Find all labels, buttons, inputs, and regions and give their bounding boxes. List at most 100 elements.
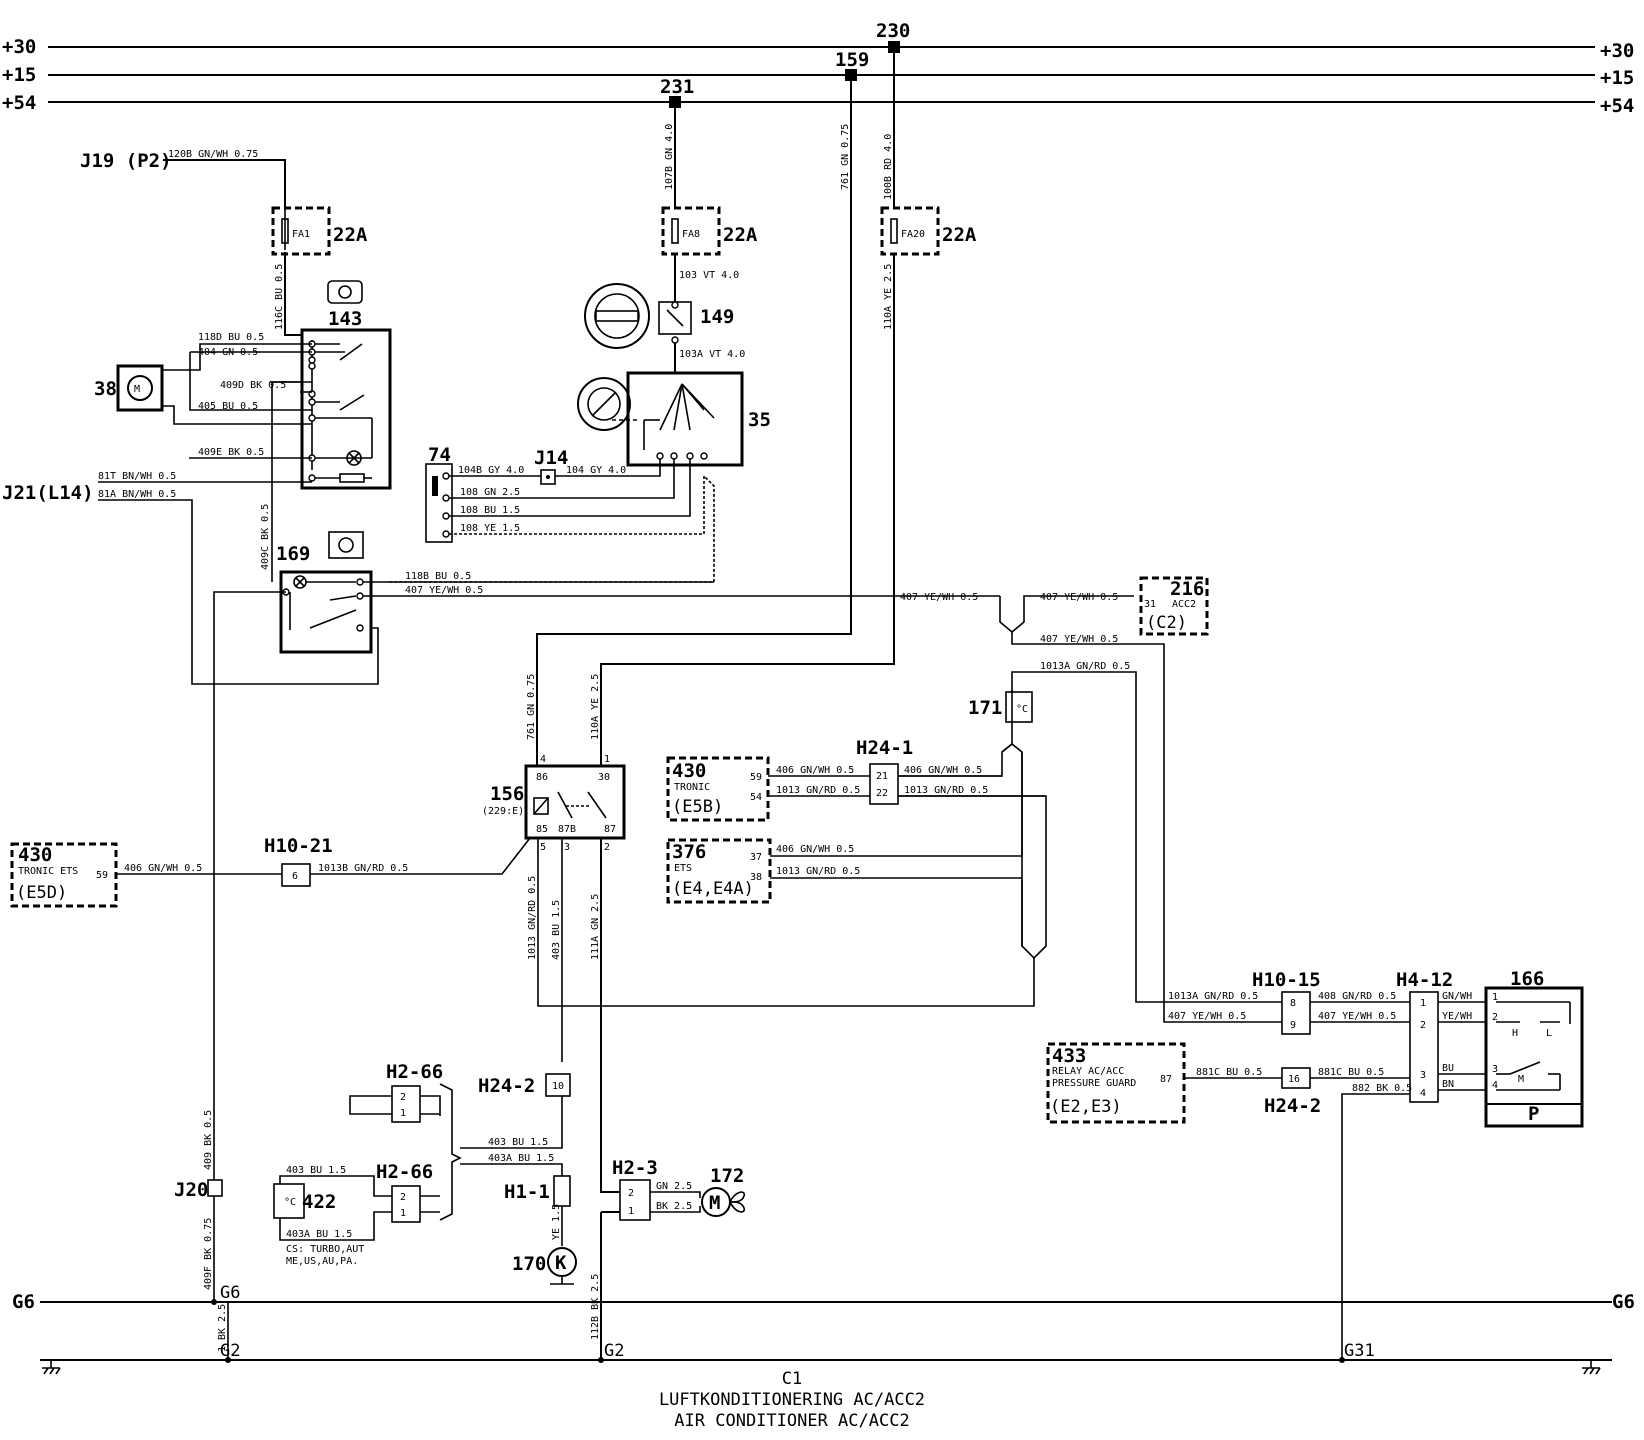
wire-104b: 104B GY 4.0 [458,465,524,476]
wire-170-ye: YE 1.5 [551,1204,562,1240]
connector-h24-1-label: H24-1 [856,737,913,759]
component-170-label: 170 [512,1253,546,1275]
wire-407-down: 407 YE/WH 0.5 [1040,634,1118,645]
h412-color-2: YE/WH [1442,1011,1472,1022]
component-172-label: 172 [710,1165,744,1187]
j14-ref: J14 [534,447,568,469]
title-english: AIR CONDITIONER AC/ACC2 [674,1411,909,1431]
splice-230-label: 230 [876,20,910,42]
svg-text:30: 30 [598,772,610,783]
rail-54-left: +54 [2,92,36,114]
svg-text:2: 2 [400,1092,406,1103]
wire-100b: 100B RD 4.0 [883,134,894,200]
svg-text:L: L [1546,1028,1552,1039]
h412-color-4: BN [1442,1079,1454,1090]
connector-h4-12-label: H4-12 [1396,969,1453,991]
wire-761-relay: 761 GN 0.75 [526,674,537,740]
module-216: 216 ACC2 (C2) 31 [1139,576,1209,636]
module-433-line2: PRESSURE GUARD [1052,1078,1136,1089]
component-38: M 38 118D BU 0.5 404 GN 0.5 409D BK 0.5 … [94,332,312,425]
svg-text:2: 2 [628,1188,634,1199]
module-430b-num: 430 [672,760,706,782]
connector-h1-1-label: H1-1 [504,1181,550,1203]
component-422-label: 422 [302,1191,336,1213]
fuse-fa1-id: FA1 [292,229,310,240]
splice-159-label: 159 [835,49,869,71]
component-149: 149 [584,283,734,349]
wire-407-mid: 407 YE/WH 0.5 [900,592,978,603]
fuse-fa20-rating: 22A [942,224,977,246]
fan-blade-icon [728,1191,746,1213]
wire-407-216: 407 YE/WH 0.5 [1040,592,1118,603]
module-433: 433 RELAY AC/ACC PRESSURE GUARD (E2,E3) … [1046,1042,1412,1361]
connector-h2-66a-label: H2-66 [386,1061,443,1083]
wire-111a: 111A GN 2.5 [590,894,601,960]
wire-1bk: 1 BK 2.5 [217,1304,228,1352]
rail-30-left: +30 [2,36,36,58]
component-74: 74 J14 104B GY 4.0 104 GY 4.0 108 GN 2.5… [389,444,715,583]
connector-h10-15-label: H10-15 [1252,969,1321,991]
snowflake-icon [328,531,364,559]
connector-h24-2b-label: H24-2 [1264,1095,1321,1117]
module-376-ets: 376 ETS (E4,E4A) 37 38 406 GN/WH 0.5 101… [666,838,860,904]
wires-143-left: 409E BK 0.5 81T BN/WH 0.5 J21(L14) 81A B… [2,381,379,685]
component-169-label: 169 [276,543,310,565]
svg-text:87: 87 [604,824,616,835]
module-376-sub: ETS [674,863,692,874]
diagram-title: C1 LUFTKONDITIONERING AC/ACC2 AIR CONDIT… [659,1369,925,1431]
connector-h24-1: 21 22 H24-1 406 GN/WH 0.5 1013 GN/RD 0.5 [856,737,1046,805]
power-rails: +30 +30 +15 +15 +54 +54 G6 G6 [2,36,1635,1375]
svg-text:4: 4 [540,754,546,765]
svg-text:87B: 87B [558,824,576,835]
rail-feeds: 100B RD 4.0 110A YE 2.5 761 GN 0.75 107B… [536,53,895,766]
component-169: 169 118B BU 0.5 407 YE/WH 0.5 [213,531,1000,1302]
wire-104: 104 GY 4.0 [566,465,626,476]
wire-881c-left: 881C BU 0.5 [1196,1067,1262,1078]
svg-text:8: 8 [1290,998,1296,1009]
fan-circuit: 2 1 H2-3 GN 2.5 BK 2.5 M 172 112B BK 2.5 [590,1157,746,1360]
svg-text:5: 5 [540,842,546,853]
module-430a-grid: (E5D) [16,883,67,903]
wire-1013a: 1013A GN/RD 0.5 [1168,991,1258,1002]
module-433-grid: (E2,E3) [1050,1097,1122,1117]
connector-h2-66b-label: H2-66 [376,1161,433,1183]
ground-g31: G31 [1344,1341,1375,1361]
wire-404: 404 GN 0.5 [198,347,258,358]
svg-text:22: 22 [876,788,888,799]
wires-407-routing: 407 YE/WH 0.5 407 YE/WH 0.5 407 YE/WH 0.… [900,592,1282,1023]
ground-symbol-left [40,1359,62,1375]
component-166-label: 166 [1510,968,1544,990]
rail-g6-left: G6 [12,1291,35,1313]
rail-30-right: +30 [1600,40,1634,62]
wire-403: 403 BU 1.5 [488,1137,548,1148]
component-35: 35 [577,371,771,467]
module-433-pin: 87 [1160,1074,1172,1085]
ground-g2-left: G2 [220,1341,240,1361]
svg-text:3: 3 [1420,1070,1426,1081]
wire-118d: 118D BU 0.5 [198,332,264,343]
control-knob-icon [584,283,650,349]
component-166: 166 P 1 2 3 4 H L M [1484,968,1584,1128]
svg-text:1: 1 [400,1108,406,1119]
component-166-p: P [1528,1103,1539,1125]
svg-text:1: 1 [1420,998,1426,1009]
svg-text:2: 2 [1420,1020,1426,1031]
wire-108bu: 108 BU 1.5 [460,505,520,516]
wire-406-h24: 406 GN/WH 0.5 [904,765,982,776]
svg-text:H: H [1512,1028,1518,1039]
ground-g2-mid: G2 [604,1341,624,1361]
component-38-label: 38 [94,378,117,400]
wire-1013a-top: 1013A GN/RD 0.5 [1040,661,1130,672]
wire-407-left: 407 YE/WH 0.5 [405,585,483,596]
module-376-pin2: 38 [750,872,762,883]
wire-116c: 116C BU 0.5 [274,264,285,330]
splice-231-label: 231 [660,76,694,98]
svg-text:3: 3 [564,842,570,853]
wire-112b: 112B BK 2.5 [590,1274,601,1340]
connector-h10-21-label: H10-21 [264,835,333,857]
svg-text:86: 86 [536,772,548,783]
wire-761: 761 GN 0.75 [840,124,851,190]
module-433-num: 433 [1052,1045,1086,1067]
ground-symbol-right [1582,1360,1601,1375]
relay-156-label: 156 [490,783,524,805]
